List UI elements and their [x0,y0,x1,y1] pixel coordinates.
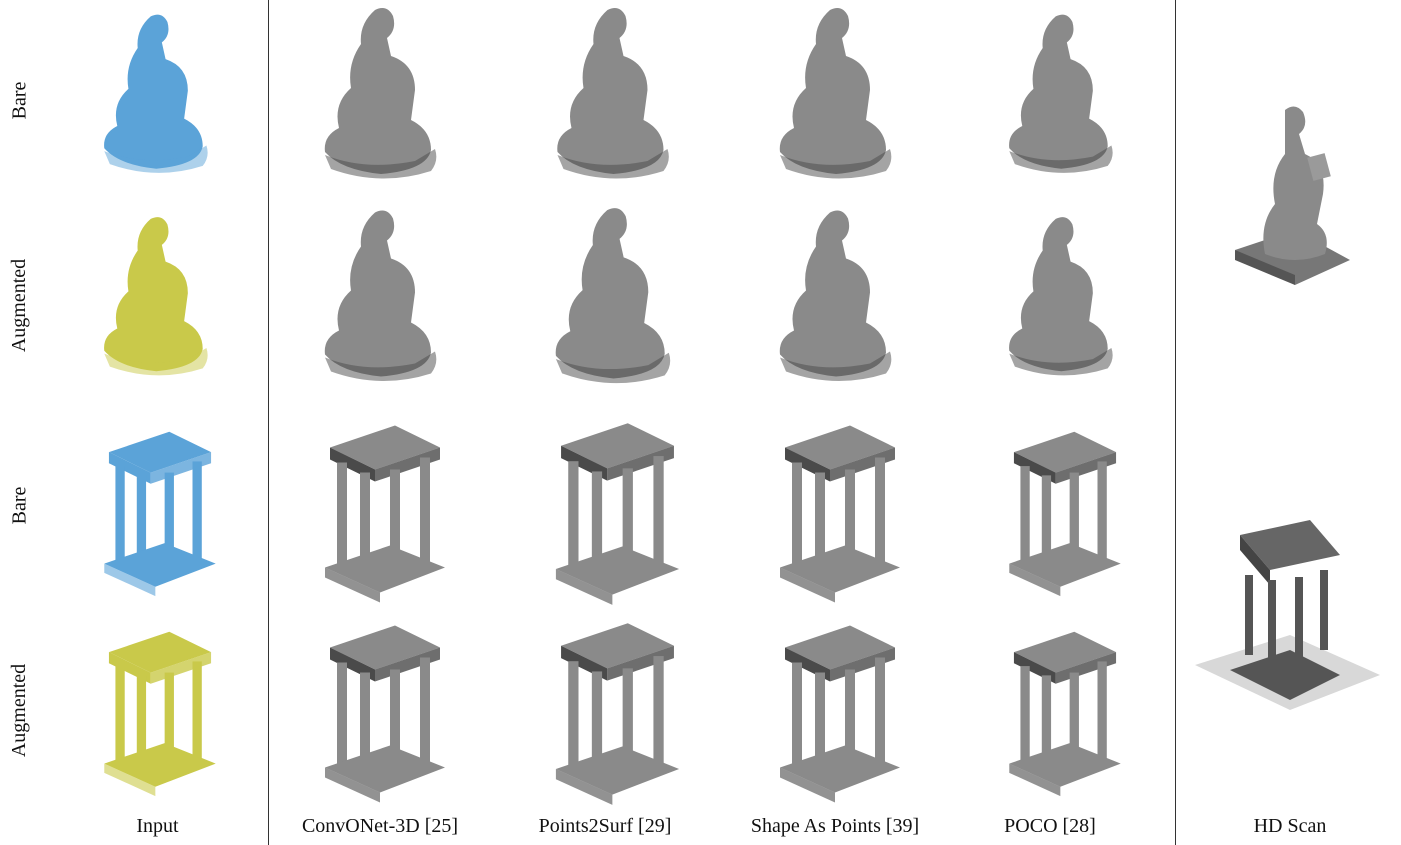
render-r2-shape-as-points [770,205,910,400]
render-r4-input [95,615,225,810]
render-r2-points2surf [545,205,690,400]
render-r3-input [95,415,225,610]
col-label-points2surf: Points2Surf [29] [538,815,672,837]
render-r4-shape-as-points [770,615,910,810]
row-label-2: Augmented [8,258,31,352]
render-r1-points2surf [545,5,690,195]
hd-scan-temple [1190,515,1385,715]
col-label-hd-scan: HD Scan [1253,815,1327,837]
render-r2-input [95,205,225,400]
render-r1-shape-as-points [770,5,910,195]
render-r1-convonet [315,5,455,195]
divider-left [268,0,269,845]
hd-scan-statue [1225,100,1355,295]
col-label-input: Input [136,815,179,837]
render-r3-shape-as-points [770,415,910,610]
row-label-3: Bare [8,486,31,524]
render-r4-points2surf [545,615,690,810]
render-r4-poco [1000,615,1130,810]
render-r2-poco [1000,205,1130,400]
render-r3-convonet [315,415,455,610]
col-label-shape-as-points: Shape As Points [39] [750,815,920,837]
render-r3-points2surf [545,415,690,610]
col-label-convonet: ConvONet-3D [25] [301,815,459,837]
render-r3-poco [1000,415,1130,610]
render-r1-poco [1000,5,1130,195]
render-r2-convonet [315,205,455,400]
divider-right [1175,0,1176,845]
col-label-poco: POCO [28] [1004,815,1096,837]
render-r4-convonet [315,615,455,810]
row-label-1: Bare [8,81,31,119]
row-label-4: Augmented [8,663,31,757]
render-r1-input [95,5,225,195]
